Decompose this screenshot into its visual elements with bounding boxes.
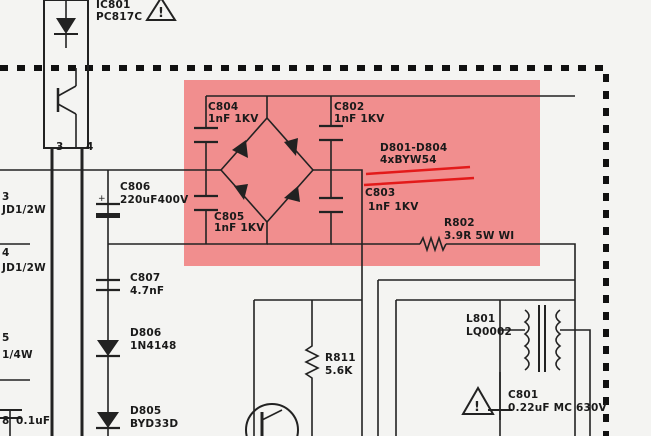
capacitor-c807	[96, 278, 120, 292]
label-digit-8: 8	[2, 415, 10, 427]
label-d801-value: 4xBYW54	[380, 154, 437, 166]
label-c805: C805	[214, 211, 244, 223]
label-r811: R811	[325, 352, 356, 364]
resistor-r802	[419, 235, 447, 253]
label-c805-value: 1nF 1KV	[214, 222, 265, 234]
transistor	[245, 403, 299, 436]
capacitor-left	[0, 409, 22, 419]
label-pin-3: 3	[56, 141, 64, 153]
svg-text:!: !	[474, 400, 480, 415]
label-pc817c: PC817C	[96, 11, 142, 23]
capacitor-c804	[194, 126, 218, 144]
label-c807-value: 4.7nF	[130, 285, 164, 297]
resistor-r811	[304, 300, 320, 436]
label-digit-4: 4	[2, 247, 10, 259]
label-c801-value: 0.22uF MC 630V	[508, 402, 608, 414]
label-r802: R802	[444, 217, 475, 229]
label-l801-value: LQ0002	[466, 326, 512, 338]
label-c806-value: 220uF400V	[120, 194, 189, 206]
label-d805: D805	[130, 405, 161, 417]
label-r802-value: 3.9R 5W WI	[444, 230, 514, 242]
label-d806: D806	[130, 327, 161, 339]
capacitor-c805	[194, 194, 218, 212]
label-r811-value: 5.6K	[325, 365, 353, 377]
capacitor-c803	[319, 196, 343, 214]
warning-icon: !	[145, 0, 177, 21]
label-c802-value: 1nF 1KV	[334, 113, 385, 125]
diode-d805	[96, 412, 120, 430]
label-c803: C803	[365, 187, 395, 199]
label-c806: C806	[120, 181, 150, 193]
svg-text:!: !	[158, 6, 164, 21]
label-d801: D801-D804	[380, 142, 447, 154]
label-l801: L801	[466, 313, 495, 325]
label-c804: C804	[208, 101, 238, 113]
red-underline	[363, 176, 475, 187]
label-c803-value: 1nF 1KV	[368, 201, 419, 213]
warning-icon: !	[461, 385, 495, 415]
label-jd1-b: JD1/2W	[1, 262, 46, 274]
label-c807: C807	[130, 272, 160, 284]
label-digit-5: 5	[2, 332, 10, 344]
red-underline	[365, 165, 471, 176]
label-c804-value: 1nF 1KV	[208, 113, 259, 125]
label-c801: C801	[508, 389, 538, 401]
label-jd1-a: JD1/2W	[1, 204, 46, 216]
label-digit-3: 3	[2, 191, 10, 203]
optocoupler-ic801	[43, 0, 89, 149]
capacitor-c806: +	[96, 194, 120, 218]
label-ic801: IC801	[96, 0, 131, 11]
capacitor-c802	[319, 124, 343, 142]
svg-text:+: +	[98, 194, 106, 204]
board-outline	[0, 65, 609, 436]
label-c802: C802	[334, 101, 364, 113]
label-0-1uf: 0.1uF	[16, 415, 50, 427]
label-d806-value: 1N4148	[130, 340, 177, 352]
label-pin-4: 4	[86, 141, 94, 153]
label-1-4w: 1/4W	[2, 349, 33, 361]
capacitor-c801	[488, 372, 512, 420]
inductor-l801	[523, 305, 562, 372]
label-d805-value: BYD33D	[130, 418, 178, 430]
diode-d806	[96, 340, 120, 358]
bridge-rectifier	[220, 117, 314, 223]
